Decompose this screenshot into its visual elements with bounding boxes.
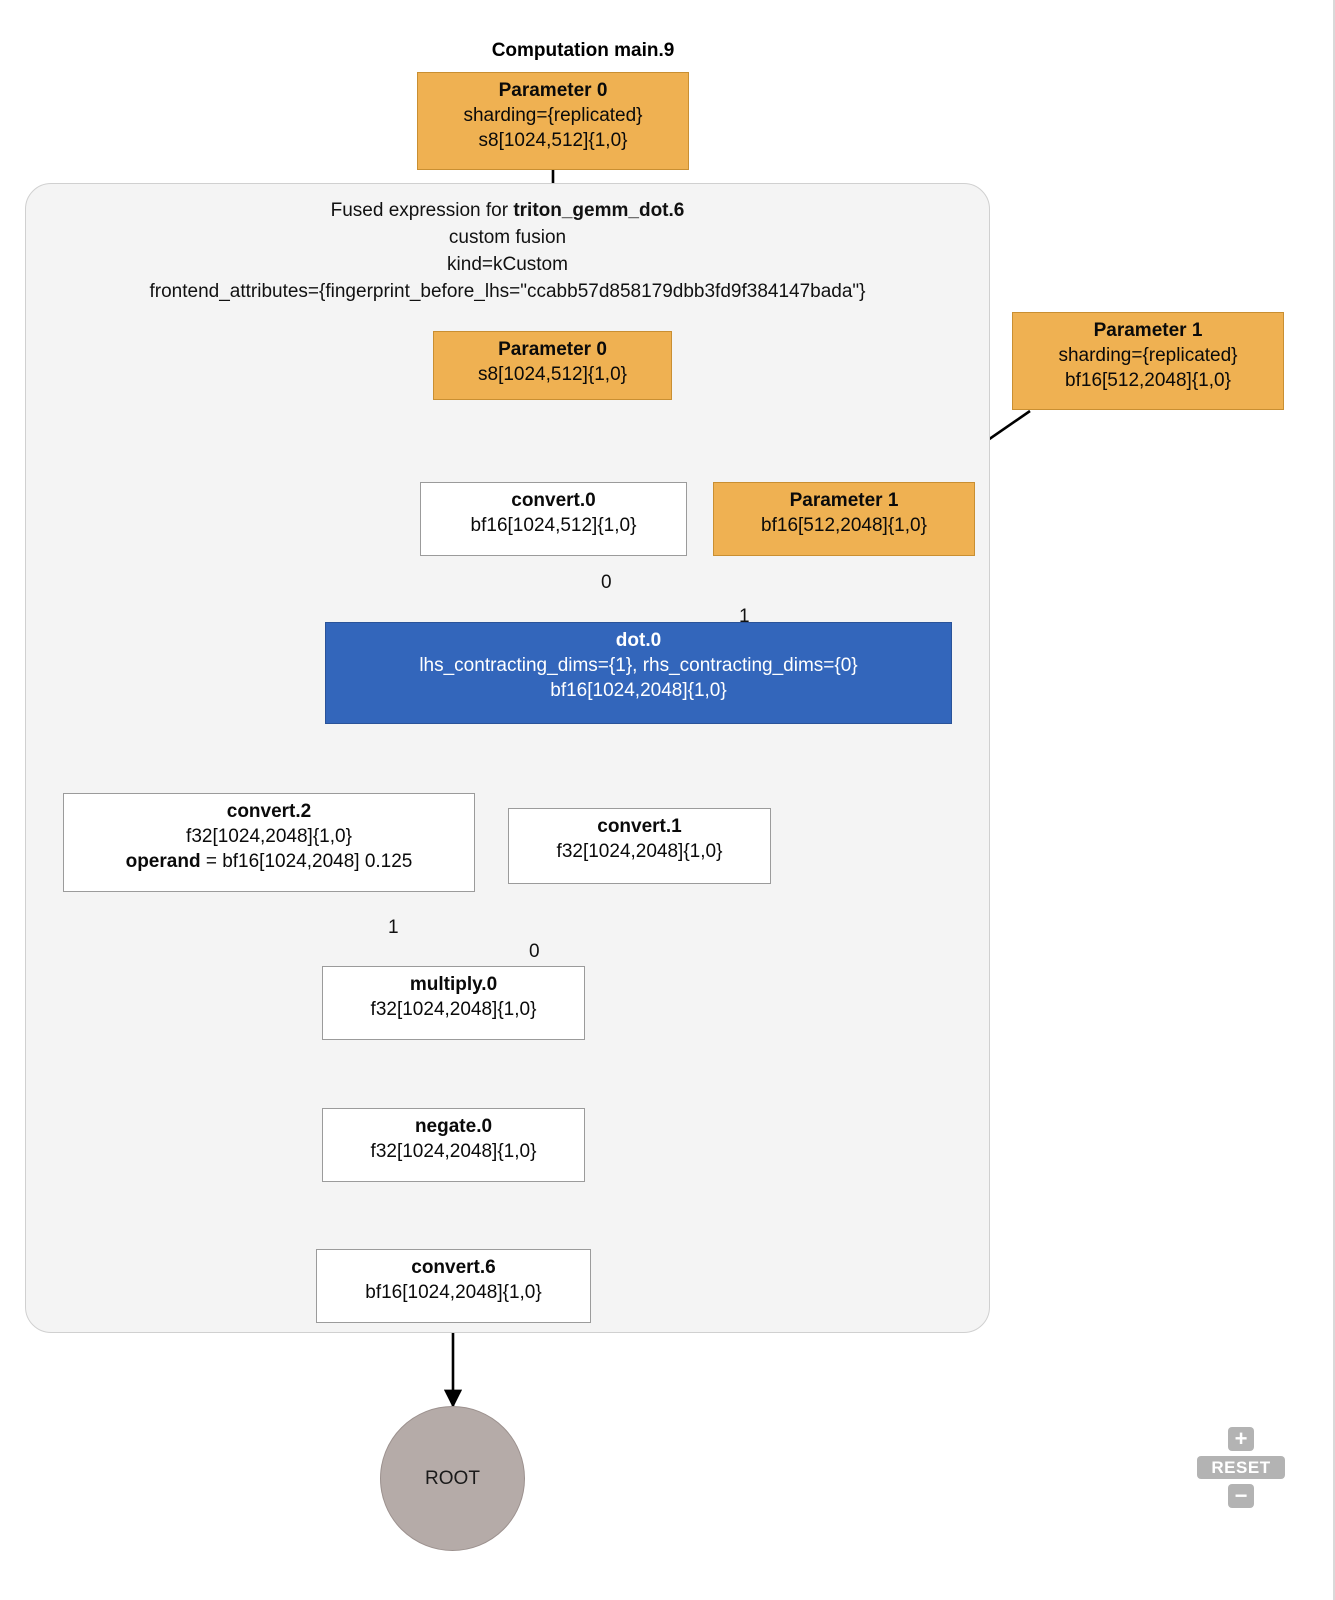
node-convert-2-operand-value: = bf16[1024,2048] 0.125 — [200, 851, 413, 872]
node-parameter-0-outer-sharding: sharding={replicated} — [463, 105, 643, 126]
edge-label-convert0-dot0: 0 — [601, 572, 612, 593]
node-root[interactable]: ROOT — [380, 1406, 525, 1551]
node-negate-0-name: negate.0 — [414, 1116, 493, 1137]
node-dot-0-name: dot.0 — [615, 630, 662, 651]
node-multiply-0-shape: f32[1024,2048]{1,0} — [370, 999, 537, 1020]
node-parameter-0-outer-name: Parameter 0 — [498, 80, 608, 101]
node-root-label: ROOT — [425, 1467, 480, 1489]
node-convert-6[interactable]: convert.6 bf16[1024,2048]{1,0} — [316, 1249, 591, 1323]
fusion-cluster-line4: frontend_attributes={fingerprint_before_… — [149, 281, 866, 302]
node-convert-0-name: convert.0 — [511, 490, 596, 511]
node-negate-0-shape: f32[1024,2048]{1,0} — [370, 1141, 537, 1162]
node-parameter-1-inner-shape: bf16[512,2048]{1,0} — [761, 515, 927, 536]
node-dot-0[interactable]: dot.0 lhs_contracting_dims={1}, rhs_cont… — [325, 622, 952, 724]
fusion-cluster-line1-prefix: Fused expression for — [330, 200, 514, 221]
edge-label-param1inner-dot0: 1 — [739, 606, 750, 627]
node-convert-1[interactable]: convert.1 f32[1024,2048]{1,0} — [508, 808, 771, 884]
node-multiply-0-name: multiply.0 — [409, 974, 498, 995]
zoom-in-button[interactable]: + — [1228, 1427, 1254, 1451]
node-convert-1-shape: f32[1024,2048]{1,0} — [556, 841, 723, 862]
node-convert-2-operand-key: operand — [125, 851, 201, 872]
edge-label-convert2-multiply0: 1 — [388, 917, 399, 938]
zoom-reset-button[interactable]: RESET — [1197, 1456, 1285, 1479]
node-negate-0[interactable]: negate.0 f32[1024,2048]{1,0} — [322, 1108, 585, 1182]
node-parameter-0-inner-shape: s8[1024,512]{1,0} — [478, 364, 627, 385]
node-convert-2[interactable]: convert.2 f32[1024,2048]{1,0} operand = … — [63, 793, 475, 892]
node-dot-0-dims: lhs_contracting_dims={1}, rhs_contractin… — [419, 655, 858, 676]
node-convert-0-shape: bf16[1024,512]{1,0} — [470, 515, 637, 536]
node-convert-1-name: convert.1 — [597, 816, 682, 837]
fusion-cluster-fusion-name: triton_gemm_dot.6 — [513, 200, 685, 221]
node-parameter-0-outer-shape: s8[1024,512]{1,0} — [478, 130, 628, 151]
zoom-out-button[interactable]: − — [1228, 1484, 1254, 1508]
node-parameter-1-outer-shape: bf16[512,2048]{1,0} — [1065, 370, 1231, 391]
node-parameter-0-inner[interactable]: Parameter 0 s8[1024,512]{1,0} — [433, 331, 672, 400]
node-dot-0-shape: bf16[1024,2048]{1,0} — [550, 680, 727, 701]
node-convert-2-name: convert.2 — [226, 801, 312, 822]
node-parameter-0-inner-name: Parameter 0 — [498, 339, 607, 360]
node-convert-6-shape: bf16[1024,2048]{1,0} — [365, 1282, 542, 1303]
node-multiply-0[interactable]: multiply.0 f32[1024,2048]{1,0} — [322, 966, 585, 1040]
fusion-cluster-line2: custom fusion — [448, 227, 567, 248]
page-title: Computation main.9 — [491, 40, 675, 61]
node-parameter-1-inner[interactable]: Parameter 1 bf16[512,2048]{1,0} — [713, 482, 975, 556]
zoom-controls[interactable]: + RESET − — [1197, 1427, 1285, 1508]
node-parameter-1-outer-name: Parameter 1 — [1093, 320, 1203, 341]
fusion-cluster-line1: Fused expression for triton_gemm_dot.6 — [30, 197, 985, 224]
node-convert-6-name: convert.6 — [411, 1257, 496, 1278]
node-convert-2-shape: f32[1024,2048]{1,0} — [186, 826, 352, 847]
fusion-cluster-line3: kind=kCustom — [447, 254, 568, 275]
fusion-cluster-label: Fused expression for triton_gemm_dot.6 c… — [30, 197, 985, 305]
node-parameter-1-inner-name: Parameter 1 — [789, 490, 899, 511]
node-parameter-1-outer[interactable]: Parameter 1 sharding={replicated} bf16[5… — [1012, 312, 1284, 410]
node-convert-2-operand: operand = bf16[1024,2048] 0.125 — [64, 849, 474, 874]
node-parameter-1-outer-sharding: sharding={replicated} — [1058, 345, 1238, 366]
node-convert-0[interactable]: convert.0 bf16[1024,512]{1,0} — [420, 482, 687, 556]
node-parameter-0-outer[interactable]: Parameter 0 sharding={replicated} s8[102… — [417, 72, 689, 170]
edge-label-convert1-multiply0: 0 — [529, 941, 540, 962]
